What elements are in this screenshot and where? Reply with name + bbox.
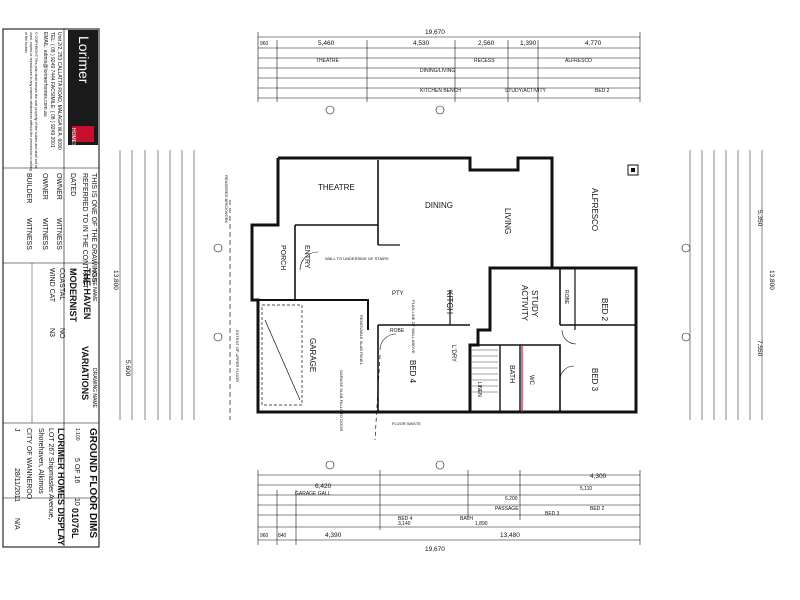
room-activity: ACTIVITY: [520, 285, 529, 322]
room-kitch: KITCH: [445, 290, 454, 314]
room-living: LIVING: [503, 208, 512, 234]
bottom-seg-3: 13,480: [500, 532, 520, 539]
room-bed3: BED 3: [590, 368, 599, 392]
top-label-recess: RECESS: [474, 58, 495, 64]
bottom-label-bath: BATH: [460, 516, 473, 522]
top-label-study: STUDY/ACTIVITY: [505, 88, 547, 94]
room-theatre: THEATRE: [318, 183, 355, 192]
room-bath: BATH: [508, 365, 515, 383]
note-rendered: RENDERED BRICKWORK: [224, 175, 229, 224]
top-label-bed2: BED 2: [595, 88, 610, 94]
room-bed4: BED 4: [408, 360, 417, 384]
top-seg-0: 960: [260, 41, 269, 47]
right-seg-1: 7,550: [756, 340, 763, 357]
left-total-dim: 13,800: [112, 270, 119, 290]
top-label-theatre: THEATRE: [316, 58, 340, 64]
title-block-frame: [2, 28, 100, 548]
room-porch: PORCH: [279, 245, 286, 270]
bottom-total-dim: 19,670: [425, 546, 445, 553]
logo-mark: [72, 126, 94, 142]
top-seg-3: 2,560: [478, 40, 495, 47]
bottom-label-bed4: BED 4: [398, 516, 413, 522]
top-label-kitchen: KITCHEN BENCH: [420, 88, 461, 94]
room-ldry: L'DRY: [450, 345, 456, 362]
bottom-label-bed3: BED 3: [545, 511, 560, 517]
top-seg-4: 1,390: [520, 40, 537, 47]
note-garage-slab: GARAGE SLAB FALLS TO DOOR: [339, 370, 344, 431]
external-wall-west: [250, 158, 380, 414]
bottom-label-passage: PASSAGE: [495, 506, 519, 512]
garage-car-outline: [261, 304, 303, 406]
title-block: Lorimer HOMES Unit 2/2, 253 CALLATTA ROA…: [2, 28, 100, 548]
top-seg-2: 4,530: [413, 40, 430, 47]
room-garage: GARAGE: [308, 338, 317, 372]
bottom-seg-2: 4,390: [325, 532, 342, 539]
note-extent-upper: EXTENT OF UPPER FLOOR: [235, 330, 240, 382]
bottom-inner-5: 5,110: [580, 486, 592, 492]
top-label-dining: DINING/LIVING: [420, 68, 455, 74]
note-floor-waste: FLOOR WASTE: [392, 421, 421, 426]
note-wall-above: PLAN LINE OF WALL ABOVE: [411, 300, 416, 354]
bottom-inner-1: 4,300: [590, 473, 607, 480]
brick-pier-symbol: [627, 164, 639, 176]
top-total-dim: 19,670: [425, 29, 445, 36]
top-label-alfresco: ALFRESCO: [565, 58, 592, 64]
top-seg-1: 5,460: [318, 40, 335, 47]
room-robe2: ROBE: [563, 290, 569, 305]
bottom-inner-4: 6,200: [505, 496, 518, 502]
room-entry: ENTRY: [303, 245, 310, 269]
note-removable-slab: REMOVABLE SLAB PANEL: [359, 315, 364, 366]
left-seg-0: 5,600: [124, 360, 131, 377]
room-wc: WC: [528, 375, 534, 386]
right-total-dim: 13,800: [768, 270, 775, 290]
note-wall-stairs: WALL TO UNDERSIDE OF STAIRS: [325, 256, 389, 261]
bottom-seg-0: 960: [260, 533, 269, 539]
room-dining: DINING: [425, 201, 453, 210]
room-alfresco: ALFRESCO: [590, 188, 599, 231]
stair-treads: [472, 349, 498, 393]
room-bed2: BED 2: [600, 298, 609, 322]
room-linen: LINEN: [476, 382, 482, 397]
external-wall-bedrooms: [470, 266, 638, 414]
room-pty: PTY: [392, 291, 404, 297]
room-robe: ROBE: [390, 328, 405, 334]
bottom-inner-2: 3,140: [398, 521, 411, 527]
bottom-inner-3: 1,890: [475, 521, 488, 527]
bottom-label-bed2: BED 2: [590, 506, 605, 512]
right-seg-0: 5,350: [756, 210, 763, 227]
room-study: STUDY: [530, 290, 539, 318]
bottom-inner-0: 6,420: [315, 483, 332, 490]
grid-markers: [213, 105, 691, 470]
bottom-label-garage: GARAGE GALL: [295, 491, 331, 497]
bottom-seg-1: 840: [278, 533, 287, 539]
top-seg-5: 4,770: [585, 40, 602, 47]
